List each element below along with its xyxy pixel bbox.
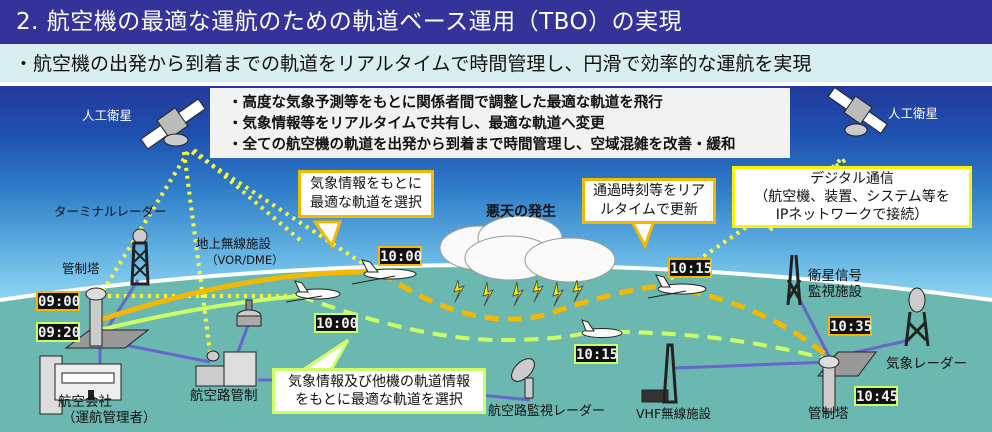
- clock-arrival-green: 10:45: [854, 386, 898, 406]
- vor-dme-icon: [236, 299, 262, 327]
- callout-line: デジタル通信: [810, 171, 894, 187]
- airplane-3: [647, 274, 707, 299]
- route-surveillance-radar-icon: [511, 358, 535, 399]
- summary-bullet: ・全ての航空機の軌道を出発から到着まで時間管理し、空域混雑を改善・緩和: [228, 137, 736, 153]
- callout-line: 最適な軌道を選択: [310, 195, 422, 211]
- callout-line: IPネットワークで接続）: [775, 207, 929, 223]
- clock-plane1-orange: 10:00: [378, 246, 422, 266]
- satellite-monitor-tower-icon: [786, 254, 802, 306]
- orange-route-dashed: [378, 269, 832, 360]
- callout-line: 気象情報をもとに: [310, 176, 422, 192]
- airline-building-icon: [39, 355, 122, 415]
- clock-plane2-green: 10:15: [574, 344, 618, 364]
- diagram-graphics: [0, 86, 992, 432]
- label-weather-radar: 気象レーダー: [886, 356, 967, 372]
- label-ground-radio: 地上無線施設: [196, 236, 272, 251]
- label-bad-weather: 悪天の発生: [486, 204, 556, 220]
- label-satellite-right: 人工衛星: [888, 106, 939, 121]
- label-satellite-left: 人工衛星: [82, 108, 133, 123]
- label-control-tower-right: 管制塔: [808, 406, 849, 422]
- satellite-left-icon: [140, 98, 206, 150]
- label-terminal-radar: ターミナルレーダー: [54, 204, 167, 219]
- airplane-4: [581, 319, 623, 338]
- callout-weather-select: 気象情報をもとに 最適な軌道を選択: [298, 170, 434, 218]
- green-route-dashed: [299, 294, 831, 362]
- airplane-icons: [285, 259, 707, 338]
- label-satellite-monitor: 衛星信号: [808, 268, 862, 284]
- label-vhf-radio: VHF無線施設: [636, 406, 712, 421]
- clock-arrival-orange: 10:35: [828, 316, 872, 336]
- summary-box: ・高度な気象予測等をもとに関係者間で調整した最適な軌道を飛行 ・気象情報等をリア…: [210, 88, 790, 158]
- summary-bullet: ・高度な気象予測等をもとに関係者間で調整した最適な軌道を飛行: [228, 95, 663, 111]
- callout-line: （航空機、装置、システム等を: [754, 189, 950, 205]
- page-title: 2. 航空機の最適な運航のための軌道ベース運用（TBO）の実現: [0, 0, 992, 44]
- page-subtitle: ・航空機の出発から到着までの軌道をリアルタイムで時間管理し、円滑で効率的な運航を…: [0, 44, 992, 84]
- callout-line: ルタイムで更新: [600, 202, 698, 218]
- route-control-building-icon: [195, 350, 257, 387]
- control-tower-left-icon: [64, 287, 150, 349]
- airplane-2: [285, 280, 341, 303]
- callout-line: 気象情報及び他機の軌道情報: [288, 374, 470, 390]
- summary-bullet: ・気象情報等をリアルタイムで共有し、最適な軌道へ変更: [228, 116, 605, 132]
- clock-tower-green: 09:20: [36, 322, 80, 342]
- label-airline: 航空会社: [58, 394, 112, 410]
- label-airline-sub: （運航管理者）: [62, 410, 157, 426]
- label-satellite-monitor-sub: 監視施設: [808, 284, 862, 300]
- callout-line: 通過時刻等をリア: [593, 183, 705, 199]
- callout-digital-comm: デジタル通信 （航空機、装置、システム等を IPネットワークで接続）: [732, 166, 972, 228]
- vhf-radio-icon: [641, 343, 678, 404]
- control-tower-right-icon: [816, 351, 877, 413]
- clock-tower-orange: 09:00: [36, 291, 80, 311]
- weather-radar-icon: [904, 287, 930, 347]
- clock-plane2-orange: 10:15: [668, 258, 712, 278]
- callout-weather-traffic-select: 気象情報及び他機の軌道情報 をもとに最適な軌道を選択: [272, 368, 486, 414]
- callout-realtime-update: 通過時刻等をリア ルタイムで更新: [582, 178, 716, 224]
- callout-tail-weather: [312, 220, 343, 250]
- green-route-solid: [99, 294, 301, 332]
- label-ground-radio-sub: （VOR/DME）: [206, 253, 284, 267]
- clock-plane1-green: 10:00: [314, 313, 358, 333]
- satellite-right-icon: [827, 86, 888, 137]
- storm-clouds: [439, 215, 616, 283]
- label-route-surveillance-radar: 航空路監視レーダー: [488, 404, 606, 419]
- callout-line: をもとに最適な軌道を選択: [295, 392, 463, 408]
- label-route-control: 航空路管制: [190, 388, 258, 404]
- airplane-1: [351, 259, 417, 285]
- tbo-diagram: ・高度な気象予測等をもとに関係者間で調整した最適な軌道を飛行 ・気象情報等をリア…: [0, 86, 992, 432]
- label-control-tower-left: 管制塔: [62, 261, 100, 276]
- terminal-radar-icon: [130, 228, 150, 286]
- orange-route-solid: [99, 269, 381, 323]
- lightning-bolts: [453, 279, 584, 307]
